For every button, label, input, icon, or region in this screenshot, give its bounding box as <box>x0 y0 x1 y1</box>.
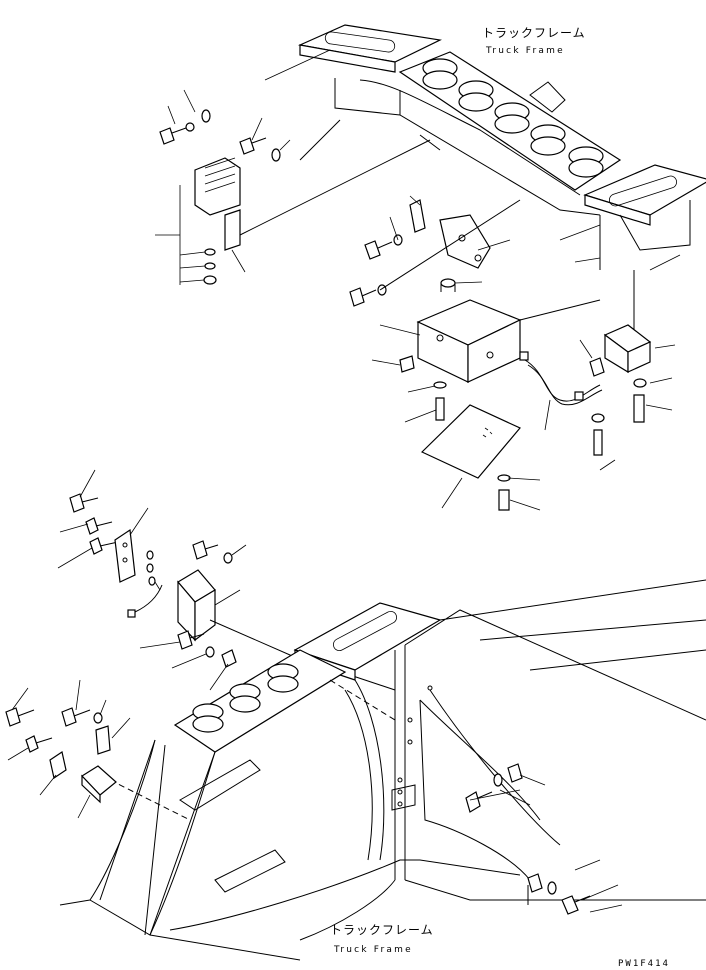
upper-lamp-assembly <box>155 89 431 285</box>
lower-roller-3 <box>267 663 299 693</box>
carrier-roller-3 <box>494 102 530 134</box>
carrier-roller-2 <box>458 80 494 112</box>
carrier-roller-5 <box>568 146 604 178</box>
lamp-bolt-b <box>239 137 267 155</box>
lamp-bolt-a <box>159 127 187 145</box>
frame-label-bottom-en: Truck Frame <box>333 945 413 955</box>
lower-right-fittings <box>465 763 623 915</box>
lower-roller-1 <box>192 703 224 733</box>
lower-lamp-bracket-assembly <box>57 469 396 691</box>
carrier-roller-1 <box>422 58 458 90</box>
frame-label-top-en: Truck Frame <box>485 46 565 56</box>
carrier-roller-4 <box>530 124 566 156</box>
drawing-code: PW1F414 <box>618 959 670 969</box>
control-box-assembly <box>349 195 601 511</box>
frame-label-bottom-jp: トラックフレーム <box>330 923 434 937</box>
relay-harness-assembly <box>519 270 676 471</box>
lower-truck-frame <box>59 579 706 961</box>
frame-label-top-jp: トラックフレーム <box>482 26 586 40</box>
upper-truck-frame <box>264 24 706 271</box>
lower-roller-2 <box>229 683 261 713</box>
lower-left-bracket-assembly <box>5 679 131 819</box>
